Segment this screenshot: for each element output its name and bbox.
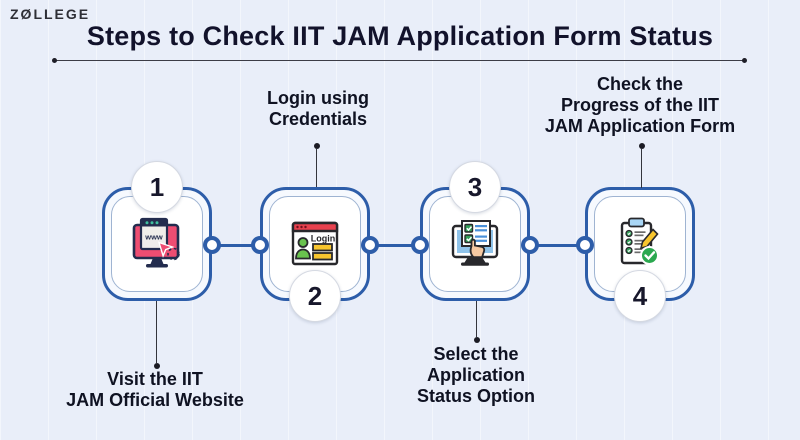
step-label-2: Login using Credentials	[218, 88, 418, 130]
connector-3-4	[521, 236, 594, 254]
svg-text:Login: Login	[311, 234, 336, 244]
pointer-dot	[153, 363, 160, 369]
connector-ring	[251, 236, 269, 254]
connector-ring	[576, 236, 594, 254]
label-line: Application	[427, 365, 525, 385]
step-icon-frame-3	[429, 196, 521, 292]
select-option-icon	[451, 220, 499, 266]
step-number-badge-2: 2	[289, 270, 341, 322]
page-title: Steps to Check IIT JAM Application Form …	[86, 21, 714, 51]
label-line: Credentials	[268, 109, 368, 129]
label-line: JAM Official Website	[66, 390, 244, 410]
connector-line	[370, 243, 420, 247]
zollege-logo: ZØLLEGE	[10, 6, 91, 22]
label-line: Progress of the IIT	[560, 95, 720, 115]
pointer-line-step-1	[153, 301, 160, 369]
step-card-3: 3	[420, 161, 530, 301]
step-number-badge-3: 3	[449, 161, 501, 213]
label-line: Visit the IIT	[107, 369, 203, 389]
pointer-line-step-3	[473, 301, 480, 343]
connector-line	[212, 243, 260, 247]
connector-ring	[521, 236, 539, 254]
login-window-icon: Login	[291, 221, 339, 266]
connector-ring	[203, 236, 221, 254]
connector-2-3	[361, 236, 429, 254]
connector-line	[530, 243, 585, 247]
step-number-badge-1: 1	[131, 161, 183, 213]
label-line: Status Option	[417, 386, 535, 406]
pointer-dot	[473, 337, 480, 343]
step-card-2: Login 2	[260, 187, 370, 322]
step-label-1: Visit the IIT JAM Official Website	[35, 369, 275, 411]
pointer-dot	[638, 143, 645, 149]
connector-1-2	[203, 236, 269, 254]
connector-ring	[411, 236, 429, 254]
step-card-4: 4	[585, 187, 695, 322]
svg-text:www: www	[144, 233, 163, 242]
pointer-line-step-4	[638, 143, 645, 188]
label-line: JAM Application Form	[544, 116, 736, 136]
step-number-badge-4: 4	[614, 270, 666, 322]
label-line: Select the	[433, 344, 519, 364]
pointer-dot	[313, 143, 320, 149]
step-card-1: www 1	[102, 161, 212, 301]
pointer-line-step-2	[313, 143, 320, 187]
step-label-3: Select the Application Status Option	[376, 344, 576, 407]
title-underline	[56, 60, 744, 61]
step-label-4: Check the Progress of the IIT JAM Applic…	[512, 74, 768, 137]
label-line: Check the	[596, 74, 684, 94]
underline-left-dot	[52, 58, 57, 63]
label-line: Login using	[267, 88, 369, 108]
website-monitor-icon: www	[132, 217, 180, 268]
connector-ring	[361, 236, 379, 254]
progress-checklist-icon	[620, 217, 659, 265]
underline-right-dot	[742, 58, 747, 63]
